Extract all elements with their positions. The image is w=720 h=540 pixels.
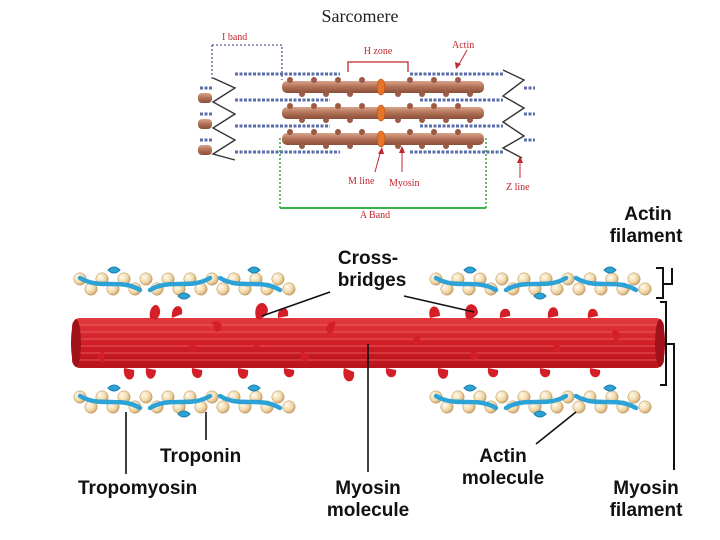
troponin-complex: [603, 266, 617, 274]
myosin-label-small: Myosin: [389, 178, 420, 189]
tropomyosin-strand: [433, 393, 499, 411]
a-band-label: A Band: [360, 210, 390, 221]
actin-bead: [139, 272, 153, 286]
myosin-filament-label-line1: Myosin: [613, 478, 678, 499]
actin-filament-bottom-left: [73, 384, 296, 418]
m-line: [376, 78, 386, 148]
myosin-heads: [98, 303, 621, 382]
cross-bridges-label-line2: bridges: [338, 270, 407, 291]
z-line-label: Z line: [506, 182, 530, 193]
actin-arrow: [457, 49, 468, 67]
actin-bead: [572, 400, 586, 414]
actin-molecule-label-line2: molecule: [462, 468, 544, 489]
h-zone-label: H zone: [364, 46, 393, 57]
troponin-complex: [177, 292, 191, 300]
sarcomere-title: Sarcomere: [322, 6, 399, 26]
actin-filament-label-line2: filament: [610, 226, 684, 247]
actin-bead: [638, 282, 652, 296]
tropomyosin-strand: [503, 393, 569, 411]
actin-bead: [638, 400, 652, 414]
actin-bead: [216, 400, 230, 414]
tropomyosin-strand: [573, 393, 639, 411]
actin-bead: [282, 400, 296, 414]
i-band-label: I band: [222, 32, 247, 43]
actin-bead: [627, 390, 641, 404]
tropomyosin-strand: [147, 275, 213, 293]
z-line-left: [211, 77, 237, 161]
troponin-complex: [603, 384, 617, 392]
tropomyosin-strand: [77, 275, 143, 293]
tropomyosin-strand: [573, 275, 639, 293]
troponin-complex: [177, 410, 191, 418]
troponin-complex: [463, 384, 477, 392]
sarcomere-figure: Sarcomere I band H zone Actin: [198, 6, 535, 221]
tropomyosin-strand: [217, 393, 283, 411]
tropomyosin-strand: [217, 275, 283, 293]
actin-bead: [271, 390, 285, 404]
h-zone-bracket: [347, 61, 409, 72]
i-band-bracket: [211, 44, 283, 80]
troponin-complex: [107, 266, 121, 274]
tropomyosin-label: Tropomyosin: [78, 478, 197, 499]
actin-filament-top-right: [429, 266, 652, 300]
actin-bead: [139, 390, 153, 404]
actin-molecule-label-line1: Actin: [479, 446, 527, 467]
actin-label-small: Actin: [452, 40, 474, 51]
actin-bead: [572, 282, 586, 296]
tropomyosin-strand: [503, 275, 569, 293]
z-line-right: [501, 69, 526, 159]
tropomyosin-strand: [147, 393, 213, 411]
troponin-complex: [533, 292, 547, 300]
filament-figure: Actin filament Cross- bridges Troponin T…: [71, 204, 683, 521]
troponin-complex: [533, 410, 547, 418]
actin-filament-top-left: [73, 266, 296, 300]
cross-bridges-leaders: [261, 291, 475, 317]
actin-molecule-leader: [535, 411, 577, 445]
actin-bead: [495, 390, 509, 404]
actin-filament-bracket: [656, 267, 664, 299]
actin-bead: [271, 272, 285, 286]
actin-bead: [216, 282, 230, 296]
actin-filament-bottom-right: [429, 384, 652, 418]
a-band-bracket: [279, 138, 487, 209]
actin-filament-label-line1: Actin: [624, 204, 672, 225]
troponin-complex: [247, 266, 261, 274]
thick-filaments: [198, 77, 484, 155]
m-line-label: M line: [348, 176, 375, 187]
troponin-complex: [463, 266, 477, 274]
tropomyosin-strand: [433, 275, 499, 293]
actin-bead: [282, 282, 296, 296]
troponin-complex: [107, 384, 121, 392]
actin-bead: [627, 272, 641, 286]
cross-bridges-label-line1: Cross-: [338, 248, 398, 269]
troponin-complex: [247, 384, 261, 392]
actin-bead: [495, 272, 509, 286]
thin-filaments: [200, 72, 535, 154]
troponin-label: Troponin: [160, 446, 241, 467]
myosin-molecule-label-line2: molecule: [327, 500, 409, 521]
myosin-filament-label-line2: filament: [610, 500, 684, 521]
tropomyosin-strand: [77, 393, 143, 411]
myosin-molecule-label-line1: Myosin: [335, 478, 400, 499]
